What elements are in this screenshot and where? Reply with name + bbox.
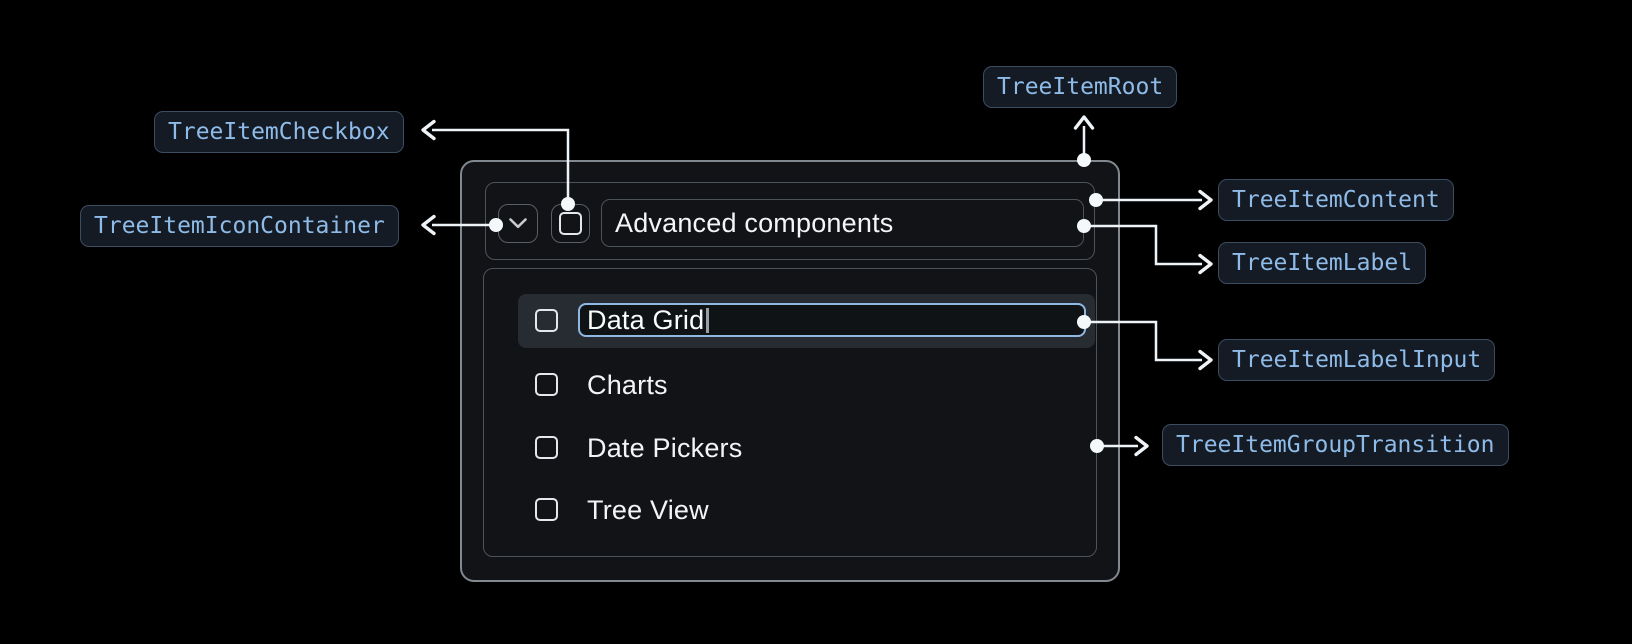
- checkbox-unchecked-icon: [559, 212, 582, 235]
- tree-item[interactable]: Date Pickers: [518, 421, 1095, 475]
- parent-label-text: Advanced components: [615, 207, 894, 238]
- arrowhead-right-icon: [1198, 253, 1213, 275]
- arrowhead-right-icon: [1198, 349, 1213, 371]
- tree-item-checkbox[interactable]: [551, 204, 590, 243]
- checkbox-unchecked-icon[interactable]: [535, 436, 558, 459]
- annotation-tree-item-checkbox: TreeItemCheckbox: [154, 111, 404, 153]
- text-caret: [706, 307, 709, 333]
- annotation-tree-item-root: TreeItemRoot: [983, 66, 1178, 108]
- tree-item-content[interactable]: Advanced components: [485, 182, 1095, 260]
- tree-item-root: Advanced components Data Grid Charts Dat…: [460, 160, 1120, 582]
- tree-item-editing[interactable]: Data Grid: [518, 294, 1095, 348]
- annotation-tree-item-label: TreeItemLabel: [1218, 242, 1427, 284]
- tree-item-group-transition: Data Grid Charts Date Pickers Tree View: [483, 268, 1097, 557]
- tree-item-icon-container[interactable]: [498, 204, 538, 243]
- label-input-text: Data Grid: [587, 304, 705, 335]
- checkbox-unchecked-icon[interactable]: [535, 373, 558, 396]
- arrowhead-left-icon: [421, 119, 436, 141]
- tree-item-label-input[interactable]: Data Grid: [578, 303, 1086, 337]
- checkbox-unchecked-icon[interactable]: [535, 309, 558, 332]
- annotation-tree-item-content: TreeItemContent: [1218, 179, 1454, 221]
- arrowhead-right-icon: [1198, 189, 1213, 211]
- annotation-tree-item-group-transition: TreeItemGroupTransition: [1162, 424, 1509, 466]
- arrowhead-left-icon: [421, 214, 436, 236]
- chevron-down-icon: [509, 218, 527, 229]
- tree-item[interactable]: Charts: [518, 358, 1095, 412]
- item-label: Charts: [587, 369, 668, 400]
- annotation-tree-item-icon-container: TreeItemIconContainer: [80, 205, 399, 247]
- annotation-tree-item-label-input: TreeItemLabelInput: [1218, 339, 1496, 381]
- item-label: Tree View: [587, 494, 709, 525]
- item-label: Date Pickers: [587, 432, 743, 463]
- arrowhead-up-icon: [1073, 115, 1095, 130]
- tree-item-label: Advanced components: [601, 199, 1084, 247]
- checkbox-unchecked-icon[interactable]: [535, 498, 558, 521]
- arrowhead-right-icon: [1134, 435, 1149, 457]
- tree-item[interactable]: Tree View: [518, 483, 1095, 537]
